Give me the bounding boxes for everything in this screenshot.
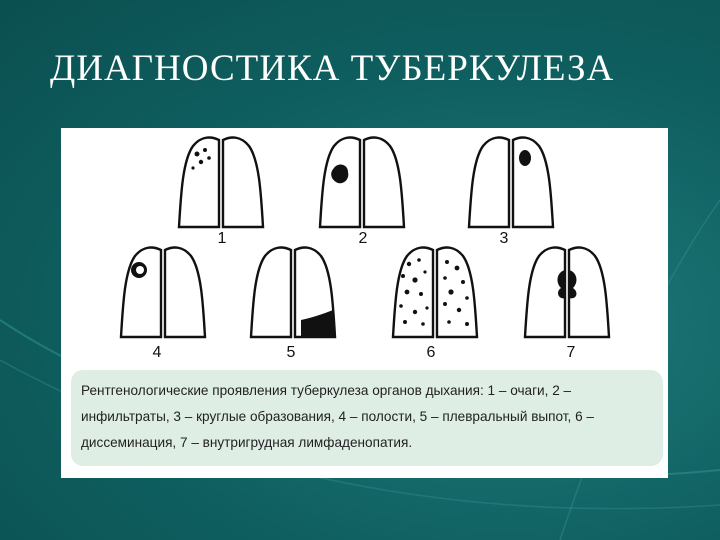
lung-figure-cavity xyxy=(117,242,209,342)
diagram-number-7: 7 xyxy=(566,344,576,361)
diagram-number-2: 2 xyxy=(358,230,368,247)
lung-figure-foci xyxy=(175,132,267,232)
lung-figure-pleural-effusion xyxy=(247,242,339,342)
diagram-number-1: 1 xyxy=(217,230,227,247)
lung-figure-lymphadenopathy xyxy=(521,242,613,342)
diagram-caption: Рентгенологические проявления туберкулез… xyxy=(81,383,594,450)
lung-figure-infiltrate xyxy=(316,132,408,232)
lung-figure-dissemination xyxy=(389,242,481,342)
diagram-panel: 1 2 3 4 xyxy=(61,128,668,478)
slide-title: ДИАГНОСТИКА ТУБЕРКУЛЕЗА xyxy=(50,48,615,89)
diagram-number-4: 4 xyxy=(152,344,162,361)
caption-box: Рентгенологические проявления туберкулез… xyxy=(71,370,663,466)
diagram-number-3: 3 xyxy=(499,230,509,247)
diagram-number-5: 5 xyxy=(286,344,296,361)
lung-figure-round-formation xyxy=(465,132,557,232)
diagram-number-6: 6 xyxy=(426,344,436,361)
lung-diagram: 1 2 3 4 xyxy=(61,128,668,373)
